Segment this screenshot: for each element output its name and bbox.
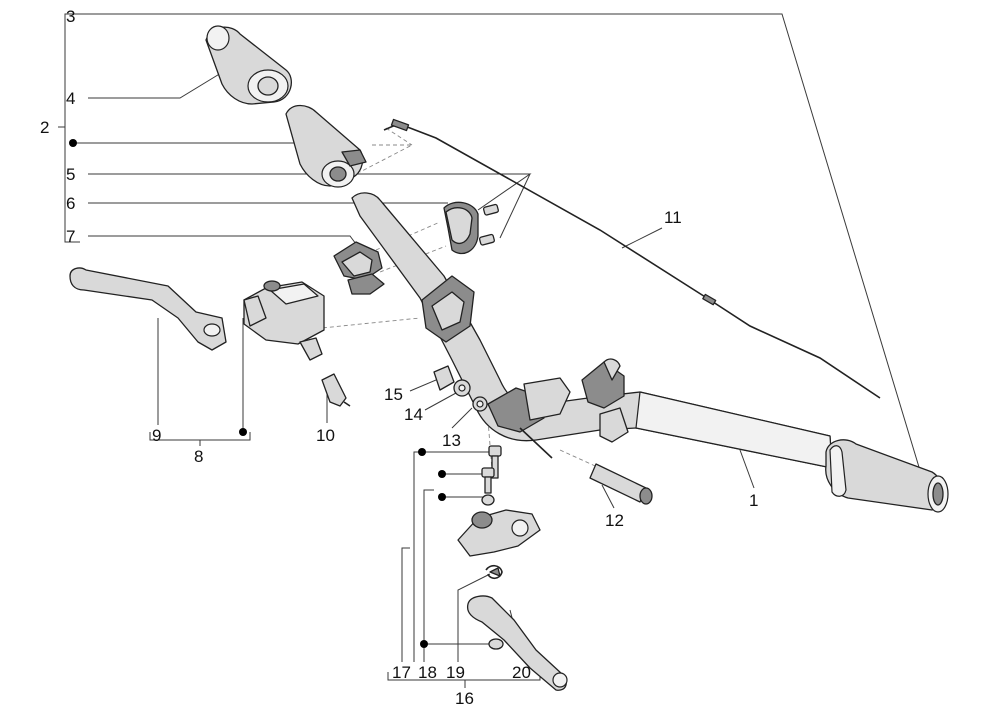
right-grip: [825, 439, 949, 513]
brake-light-switch: [321, 373, 351, 407]
callout-14: 14: [404, 405, 423, 424]
callout-17: 17: [392, 663, 411, 682]
callout-15: 15: [384, 385, 403, 404]
master-cylinder: [243, 280, 325, 361]
switch-housing-lower: [333, 241, 385, 295]
front-brake-lever: [69, 267, 227, 351]
callout-4: 4: [66, 89, 75, 108]
left-grip: [205, 25, 292, 105]
bar-end-rod: [589, 463, 653, 505]
washers: [433, 365, 488, 412]
callout-20: 20: [512, 663, 531, 682]
throttle-tube: [285, 104, 367, 188]
callout-5: 5: [66, 165, 75, 184]
callout-18: 18: [418, 663, 437, 682]
leader-lines: [58, 13, 926, 688]
callout-10: 10: [316, 426, 335, 445]
callout-3: 3: [66, 7, 75, 26]
throttle-cable: [383, 118, 881, 399]
callout-9: 9: [152, 426, 161, 445]
callout-7: 7: [66, 227, 75, 246]
rear-brake-lever-assembly: [457, 445, 568, 691]
callout-13: 13: [442, 431, 461, 450]
switch-housing-upper: [443, 201, 499, 255]
callout-12: 12: [605, 511, 624, 530]
callout-11: 11: [664, 208, 682, 227]
callout-8: 8: [194, 447, 203, 466]
callout-19: 19: [446, 663, 465, 682]
callout-1: 1: [749, 491, 758, 510]
callout-16: 16: [455, 689, 474, 708]
callout-dots: [69, 139, 446, 648]
callout-2: 2: [40, 118, 49, 137]
callout-6: 6: [66, 194, 75, 213]
callout-labels: 3 2 4 5 6 7 9 8 10 11 15 14 13 12 1 17 1…: [40, 7, 758, 708]
